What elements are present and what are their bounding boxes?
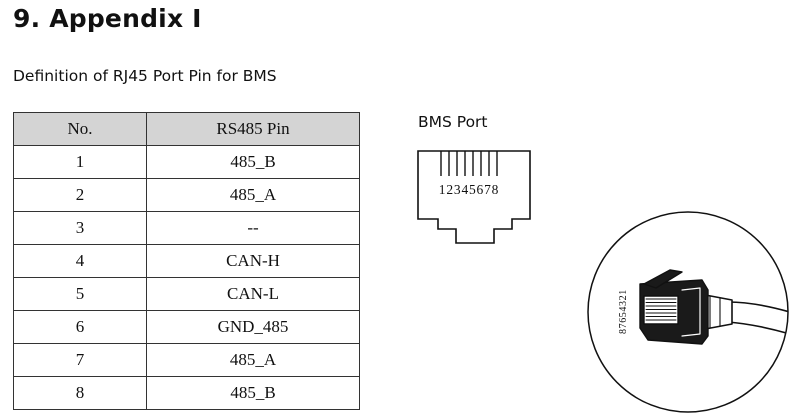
table-row: 5 CAN-L	[13, 277, 360, 311]
pin-signal-cell: 485_A	[146, 343, 360, 377]
table-header-row: No. RS485 Pin	[13, 112, 360, 146]
page-heading: 9. Appendix I	[13, 4, 202, 33]
pin-number-cell: 8	[13, 376, 147, 410]
column-header-rs485-pin: RS485 Pin	[146, 112, 360, 146]
pin-signal-cell: 485_A	[146, 178, 360, 212]
pin-number-cell: 1	[13, 145, 147, 179]
pin-signal-cell: CAN-H	[146, 244, 360, 278]
bms-port-label: BMS Port	[418, 113, 488, 131]
table-row: 3 --	[13, 211, 360, 245]
pin-number-cell: 4	[13, 244, 147, 278]
pin-number-cell: 6	[13, 310, 147, 344]
pin-number-cell: 3	[13, 211, 147, 245]
column-header-no: No.	[13, 112, 147, 146]
pin-signal-cell: --	[146, 211, 360, 245]
table-row: 6 GND_485	[13, 310, 360, 344]
rj45-plug-illustration: 87654321	[587, 211, 789, 413]
table-row: 8 485_B	[13, 376, 360, 410]
pin-signal-cell: CAN-L	[146, 277, 360, 311]
pin-signal-cell: 485_B	[146, 145, 360, 179]
pin-signal-cell: 485_B	[146, 376, 360, 410]
table-row: 1 485_B	[13, 145, 360, 179]
pin-definition-table: No. RS485 Pin 1 485_B 2 485_A 3 -- 4 CAN…	[13, 112, 360, 410]
table-row: 4 CAN-H	[13, 244, 360, 278]
plug-pin-numbers: 87654321	[618, 289, 629, 334]
pin-number-cell: 7	[13, 343, 147, 377]
pin-number-cell: 2	[13, 178, 147, 212]
table-row: 2 485_A	[13, 178, 360, 212]
pin-number-cell: 5	[13, 277, 147, 311]
pin-signal-cell: GND_485	[146, 310, 360, 344]
section-subtitle: Definition of RJ45 Port Pin for BMS	[13, 67, 277, 85]
port-pin-numbers: 12345678	[439, 182, 499, 197]
rj45-port-icon: 12345678	[417, 150, 531, 244]
table-row: 7 485_A	[13, 343, 360, 377]
